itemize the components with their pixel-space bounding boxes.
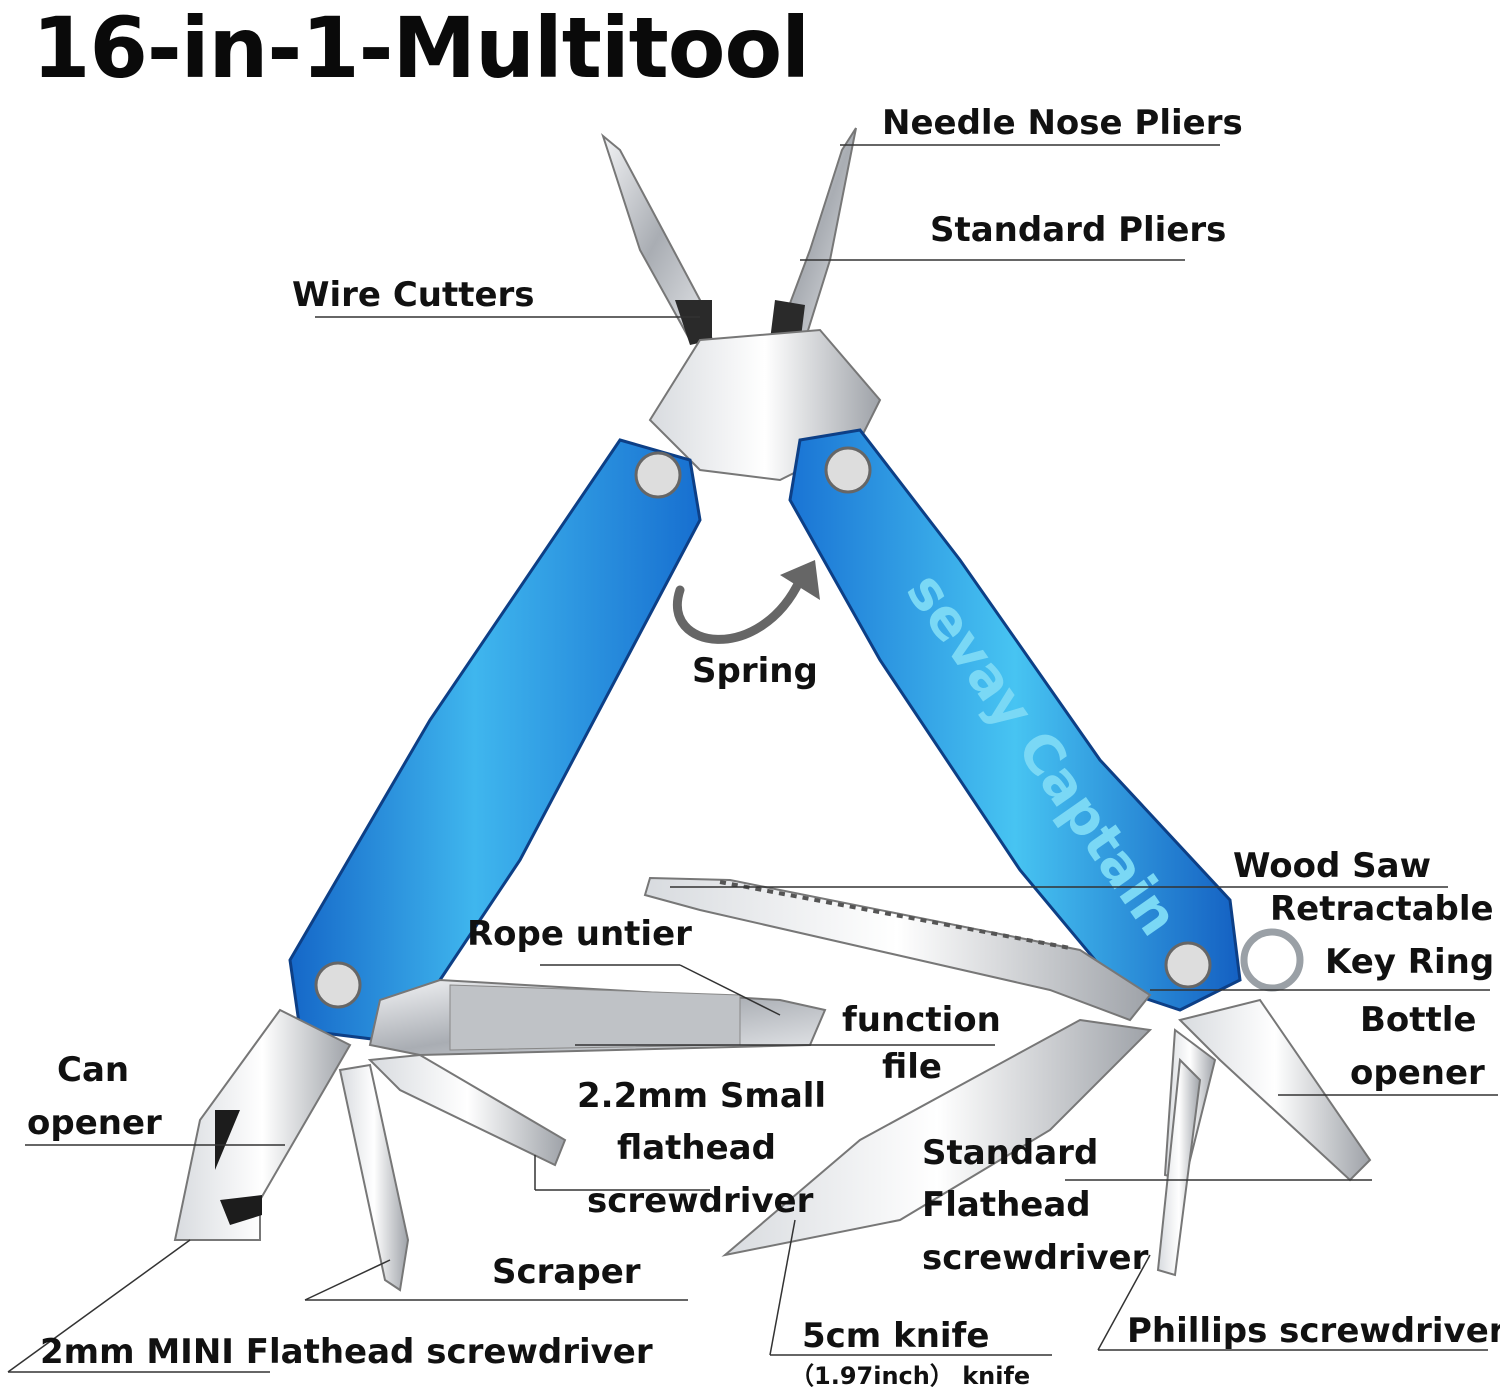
label-function: function (842, 1000, 1001, 1040)
screw-icon (1164, 941, 1212, 989)
needle-nose-pliers-jaws (600, 127, 882, 482)
label-retractable: Retractable (1270, 889, 1494, 929)
page-title: 16-in-1-Multitool (32, 0, 810, 97)
bottle-opener-tool (1178, 998, 1372, 1182)
label-needle-nose-pliers: Needle Nose Pliers (882, 103, 1243, 143)
label-standard-pliers: Standard Pliers (930, 210, 1227, 250)
label-mini-flathead: 2mm MINI Flathead screwdriver (40, 1332, 653, 1372)
label-can-opener: opener (27, 1103, 162, 1143)
label-can: Can (57, 1050, 130, 1090)
knife-blade (721, 1018, 1153, 1257)
label-knife-sub: （1.97inch） knife (790, 1362, 1031, 1390)
label-bottle: Bottle (1360, 1000, 1477, 1040)
phillips-tool (1156, 1057, 1202, 1277)
screw-icon (314, 961, 362, 1009)
label-standard-flathead-2: Flathead (922, 1185, 1091, 1225)
screw-icon (634, 451, 682, 499)
label-standard-flathead-3: screwdriver (922, 1238, 1149, 1278)
label-rope-untier: Rope untier (467, 914, 692, 954)
small-flathead-tool (367, 1053, 567, 1167)
label-wood-saw: Wood Saw (1233, 846, 1432, 886)
scraper-tool (338, 1063, 410, 1292)
label-phillips: Phillips screwdriver (1127, 1311, 1500, 1351)
label-small-flathead-1: 2.2mm Small (577, 1076, 827, 1116)
function-file (368, 978, 827, 1057)
label-key-ring: Key Ring (1325, 942, 1495, 982)
label-wire-cutters: Wire Cutters (292, 275, 535, 315)
label-small-flathead-3: screwdriver (587, 1181, 814, 1221)
label-small-flathead-2: flathead (617, 1128, 776, 1168)
label-standard-flathead-1: Standard (922, 1133, 1099, 1173)
label-scraper: Scraper (492, 1252, 641, 1292)
screw-icon (824, 446, 872, 494)
key-ring-icon (1240, 928, 1304, 992)
label-opener: opener (1350, 1053, 1485, 1093)
label-knife: 5cm knife (802, 1316, 990, 1356)
leader-lines (7, 144, 1498, 1373)
wood-saw (643, 876, 1152, 1022)
label-spring: Spring (692, 651, 818, 691)
can-opener-tool (173, 1008, 352, 1241)
spring-arrow-icon (673, 575, 805, 644)
label-file: file (882, 1047, 942, 1087)
